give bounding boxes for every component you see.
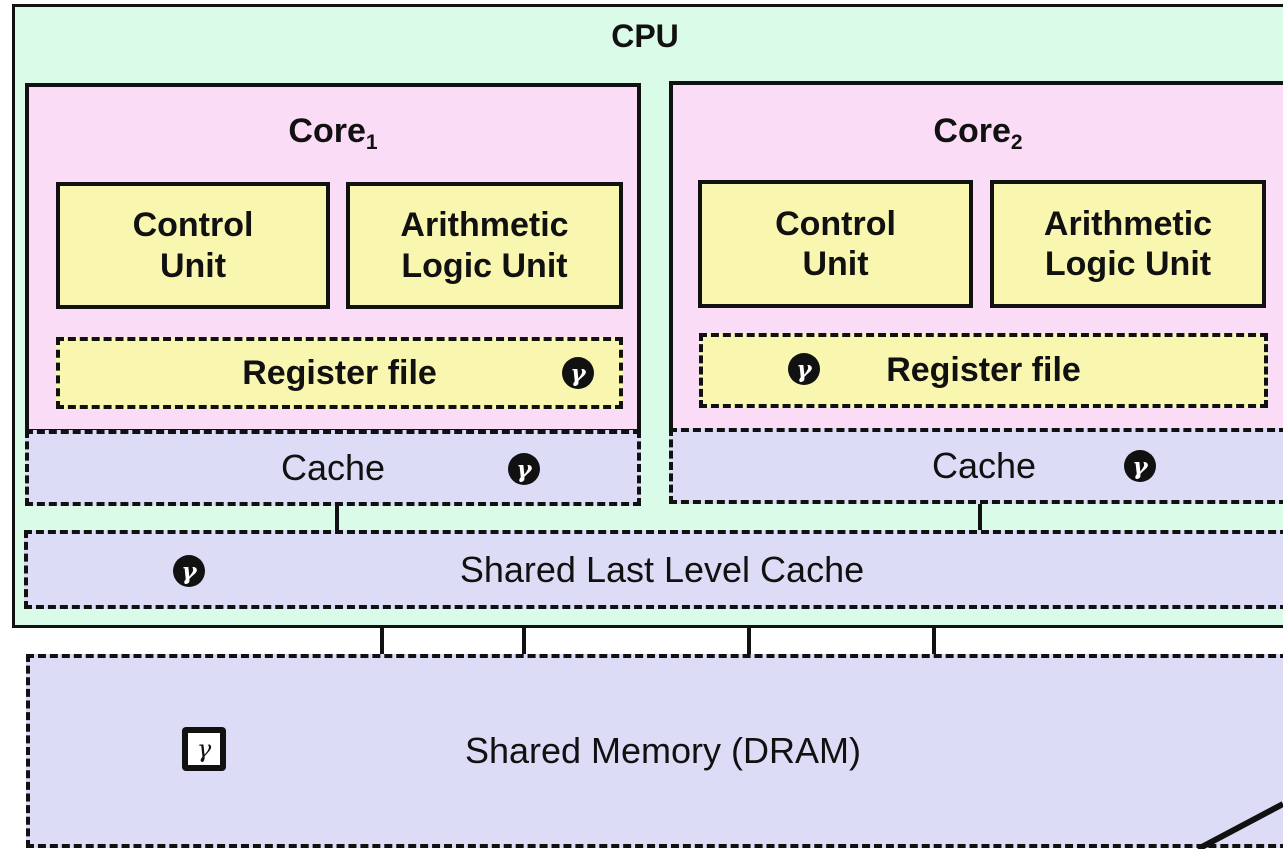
core-2-title: Core2: [870, 112, 1086, 155]
shared-llc: Shared Last Level Cache: [24, 530, 1283, 609]
core-1-control-unit: Control Unit: [56, 182, 330, 309]
gamma-badge-icon: γ: [508, 453, 540, 485]
core-1-title-text: Core: [288, 112, 366, 150]
gamma-square-badge-symbol: γ: [188, 733, 220, 765]
core-1-cache-label: Cache: [280, 447, 386, 488]
core-1-register-file-label: Register file: [242, 353, 437, 392]
shared-memory: Shared Memory (DRAM): [26, 654, 1283, 848]
core-2-register-file-label: Register file: [886, 351, 1081, 389]
core-1-alu-label: Arithmetic Logic Unit: [400, 206, 569, 285]
connector-line: [978, 504, 982, 533]
shared-memory-label: Shared Memory (DRAM): [464, 730, 862, 771]
connector-line: [747, 626, 751, 656]
connector-line: [522, 626, 526, 656]
gamma-square-badge-icon: γ: [182, 727, 226, 771]
cpu-title: CPU: [611, 18, 679, 54]
core-1-cache: Cache: [25, 430, 641, 506]
gamma-badge-icon: γ: [788, 353, 820, 385]
core-1-alu: Arithmetic Logic Unit: [346, 182, 623, 309]
shared-llc-label: Shared Last Level Cache: [459, 548, 865, 590]
core-2-register-file: Register file: [699, 333, 1268, 408]
gamma-badge-icon: γ: [173, 555, 205, 587]
core-2-title-text: Core: [933, 112, 1011, 150]
core-2-cache: Cache: [669, 428, 1283, 504]
core-1-title-subscript: 1: [365, 131, 378, 154]
gamma-badge-icon: γ: [1124, 450, 1156, 482]
core-2-control-unit: Control Unit: [698, 180, 973, 308]
connector-line: [932, 626, 936, 656]
core-2-alu: Arithmetic Logic Unit: [990, 180, 1266, 308]
core-1-title: Core1: [225, 112, 441, 155]
connector-line: [380, 626, 384, 656]
core-1-control-unit-label: Control Unit: [132, 206, 254, 285]
connector-line: [335, 506, 339, 533]
core-2-cache-label: Cache: [931, 445, 1037, 486]
diagonal-line: [1196, 801, 1283, 849]
core-2-title-subscript: 2: [1010, 131, 1023, 154]
core-2-alu-label: Arithmetic Logic Unit: [1043, 204, 1213, 283]
core-1-register-file: Register file: [56, 337, 623, 409]
core-2-control-unit-label: Control Unit: [775, 204, 896, 283]
gamma-badge-icon: γ: [562, 357, 594, 389]
